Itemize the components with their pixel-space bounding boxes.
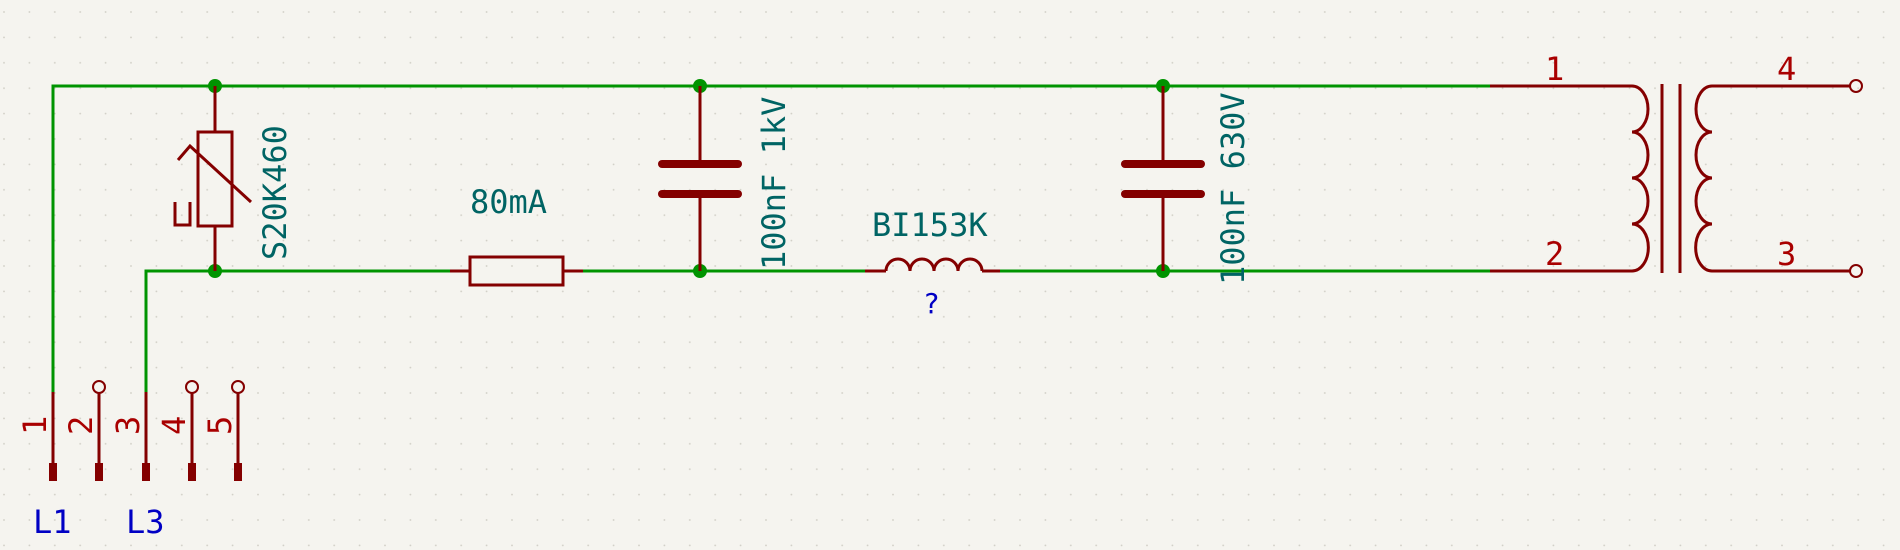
- inductor-value: BI153K: [872, 206, 988, 244]
- transformer-pin-1: 1: [1545, 50, 1564, 88]
- connector-pin-3: 3: [109, 416, 147, 435]
- capacitor-1-symbol[interactable]: [658, 86, 742, 271]
- connector-pin-1: 1: [16, 416, 54, 435]
- net-label-l1: L1: [33, 503, 72, 541]
- wire-bottom-rail: [144, 269, 452, 394]
- wires: [51, 84, 1492, 394]
- net-label-l3: L3: [126, 503, 165, 541]
- capacitor-2-value: 100nF 630V: [1214, 92, 1252, 285]
- capacitor-1-value: 100nF 1kV: [755, 97, 793, 270]
- varistor-value: S20K460: [256, 125, 294, 260]
- connector-pin-4: 4: [155, 416, 193, 435]
- fuse-value: 80mA: [470, 183, 547, 221]
- connector-pin-5: 5: [201, 416, 239, 435]
- no-connect-marker: [1849, 264, 1863, 278]
- transformer-pin-3: 3: [1777, 235, 1796, 273]
- varistor-symbol[interactable]: [173, 86, 253, 271]
- inductor-symbol[interactable]: [865, 257, 1000, 273]
- transformer-pin-4: 4: [1777, 50, 1796, 88]
- no-connect-marker: [231, 380, 245, 394]
- capacitor-2-symbol[interactable]: [1121, 86, 1205, 271]
- no-connect-marker: [1849, 79, 1863, 93]
- transformer-pin-2: 2: [1545, 235, 1564, 273]
- connector-pin-2: 2: [62, 416, 100, 435]
- no-connect-marker: [92, 380, 106, 394]
- fuse-symbol[interactable]: [450, 255, 583, 287]
- inductor-reference: ?: [923, 287, 940, 320]
- transformer-symbol[interactable]: [1490, 79, 1863, 278]
- connector-symbol[interactable]: [49, 380, 245, 481]
- wire-top-rail: [51, 84, 1492, 394]
- no-connect-marker: [185, 380, 199, 394]
